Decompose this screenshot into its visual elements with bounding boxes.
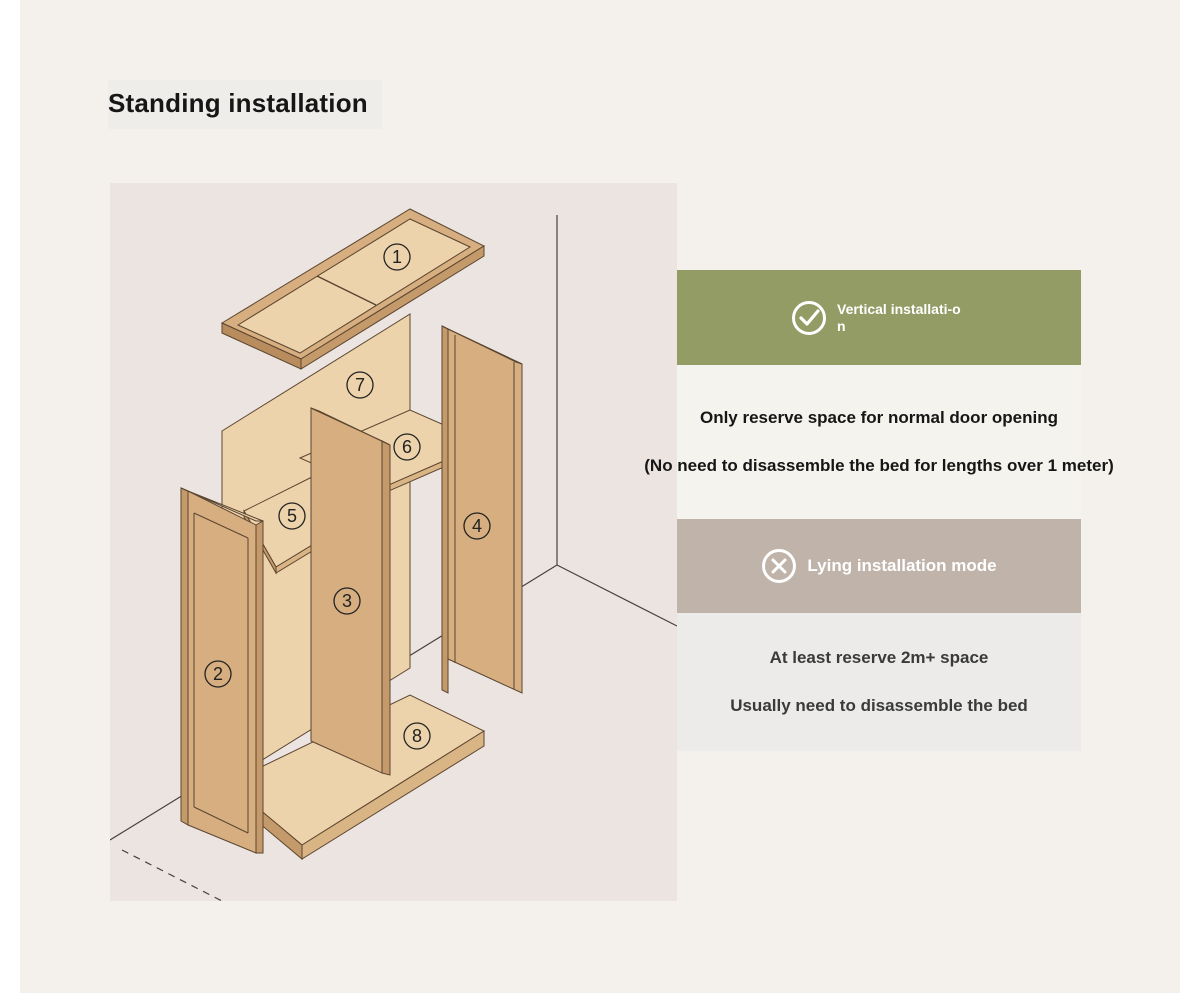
callout-8-label: 8 — [412, 726, 422, 746]
callout-4-label: 4 — [472, 516, 482, 536]
lying-card-title: Lying installation mode — [807, 556, 997, 575]
vertical-line-2: (No need to disassemble the bed for leng… — [644, 456, 1114, 475]
callout-1: 1 — [383, 243, 411, 271]
callout-8: 8 — [403, 722, 431, 750]
vertical-installation-card: Vertical installati-on Only reserve spac… — [644, 270, 1114, 519]
page-title: Standing installation — [108, 80, 382, 129]
installation-comparison: Vertical installati-on Only reserve spac… — [644, 270, 1114, 751]
callout-6-label: 6 — [402, 437, 412, 457]
callout-6: 6 — [393, 433, 421, 461]
lying-card-header: Lying installation mode — [677, 519, 1081, 613]
panel-8-bottom — [227, 694, 486, 861]
callout-1-label: 1 — [392, 247, 402, 267]
callout-2: 2 — [204, 660, 232, 688]
diagram-svg: 1 7 6 5 4 3 2 — [110, 208, 677, 901]
callout-5: 5 — [278, 502, 306, 530]
vertical-card-title: Vertical installati-on — [837, 300, 961, 334]
callout-5-label: 5 — [287, 506, 297, 526]
lying-line-1: At least reserve 2m+ space — [769, 648, 989, 667]
panel-3-divider — [310, 407, 391, 776]
panel-1-top — [220, 208, 486, 370]
page: Standing installation — [20, 0, 1180, 993]
check-circle-icon — [792, 300, 826, 335]
callout-3: 3 — [333, 587, 361, 615]
callout-7-label: 7 — [355, 375, 365, 395]
panel-4-side — [441, 325, 523, 694]
panel-2-side — [180, 487, 264, 854]
lying-line-2: Usually need to disassemble the bed — [730, 696, 1028, 715]
vertical-card-header: Vertical installati-on — [677, 270, 1081, 365]
callout-4: 4 — [463, 512, 491, 540]
exploded-cabinet-diagram: 1 7 6 5 4 3 2 — [110, 183, 677, 901]
vertical-line-1: Only reserve space for normal door openi… — [699, 408, 1059, 427]
x-circle-icon — [762, 549, 797, 583]
vertical-card-body: Only reserve space for normal door openi… — [644, 365, 1114, 519]
lying-installation-card: Lying installation mode At least reserve… — [677, 519, 1081, 751]
lying-card-body: At least reserve 2m+ space Usually need … — [677, 613, 1081, 751]
callout-3-label: 3 — [342, 591, 352, 611]
callout-2-label: 2 — [213, 664, 223, 684]
callout-7: 7 — [346, 371, 374, 399]
